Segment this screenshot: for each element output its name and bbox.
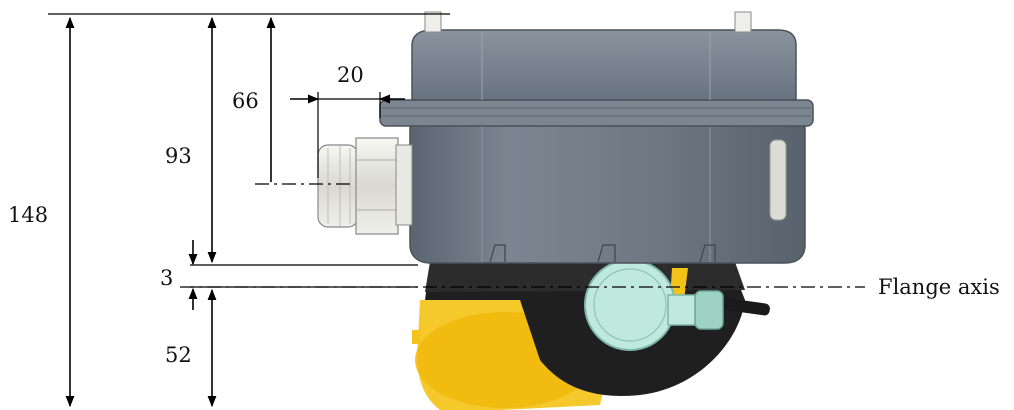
mint-connector: [584, 259, 676, 351]
housing-rim: [379, 99, 814, 127]
housing-lid: [411, 29, 797, 101]
black-rod: [715, 297, 770, 316]
flange-axis-label: Flange axis: [878, 275, 1000, 299]
dim-3: 3: [160, 266, 173, 290]
housing-body: [409, 124, 806, 264]
dim-148: 148: [8, 203, 48, 227]
dim-20: 20: [337, 63, 364, 87]
cable-gland: [317, 137, 413, 235]
bolt-left: [424, 11, 442, 33]
device: [317, 11, 814, 410]
dim-66: 66: [232, 89, 259, 113]
bolt-right: [734, 11, 752, 33]
dimension-lines: [48, 13, 865, 408]
dim-52: 52: [165, 343, 192, 367]
dimension-labels: 148 93 66 20 3 52 Flange axis: [8, 63, 1000, 367]
dim-93: 93: [165, 144, 192, 168]
